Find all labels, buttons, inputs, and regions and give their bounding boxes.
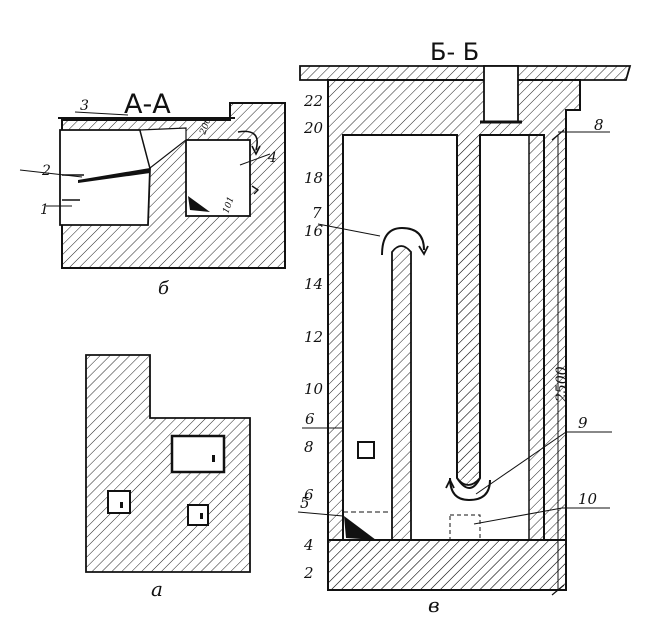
row-number-label: 16 [304, 222, 324, 240]
row-number-label: 12 [304, 328, 323, 346]
callout-3: 3 [80, 98, 89, 114]
center-partition [456, 135, 481, 486]
soot-pocket-bb [344, 516, 376, 540]
firebox-opening-hidden [342, 511, 393, 541]
callout-5: 5 [300, 494, 310, 512]
cleanout-opening-hidden [449, 514, 481, 541]
right-wall [528, 134, 545, 541]
row-number-label: 4 [303, 536, 314, 554]
section-aa-title: А-А [124, 89, 171, 120]
firebox-roof [139, 127, 187, 170]
row-number-label: 20 [303, 119, 324, 137]
row-number-label: 10 [304, 380, 324, 398]
callout-8: 8 [594, 116, 604, 134]
clean-out-door [187, 504, 209, 526]
fire-door [170, 434, 226, 474]
row-number-column: 2 4 6 8 10 12 14 16 18 20 22 [303, 92, 324, 582]
callout-4: 4 [267, 150, 277, 166]
flow-arrow-top [381, 226, 425, 256]
row-number-label: 14 [304, 275, 323, 293]
caption-a: а [151, 577, 163, 601]
front-masonry [85, 354, 251, 573]
left-partition [391, 245, 412, 541]
callout-7: 7 [312, 204, 322, 222]
chimney-opening [483, 65, 519, 123]
section-bb-view: 2500 Б- Б 8 7 6 5 9 10 в 246810121416182… [297, 38, 632, 617]
caption-b: б [158, 278, 170, 299]
inner-channels [342, 134, 545, 541]
grate [78, 168, 150, 183]
front-elevation-view: а [85, 354, 251, 601]
dimension-label: 2500 [554, 366, 570, 403]
floor-masonry [327, 539, 567, 591]
callout-2: 2 [41, 163, 51, 179]
callout-10: 10 [578, 490, 598, 508]
section-aa-view: 200 101 А-А 3 2 1 4 б [19, 89, 286, 299]
ash-door [107, 490, 131, 514]
row-number-label: 18 [304, 169, 323, 187]
soot-pocket [188, 196, 210, 212]
top-slab [299, 65, 632, 81]
row-number-label: 22 [303, 92, 323, 110]
flow-arrow-bottom [449, 477, 491, 502]
row-number-label: 8 [304, 438, 314, 456]
callout-9: 9 [578, 414, 588, 432]
callout-1: 1 [40, 202, 49, 218]
row-number-label: 2 [303, 564, 314, 582]
row-number-label: 6 [304, 486, 314, 504]
section-bb-title: Б- Б [430, 38, 479, 66]
inspection-door [357, 441, 375, 459]
caption-v: в [428, 593, 440, 617]
flow-arrow-aa [237, 130, 258, 151]
callout-6: 6 [305, 410, 315, 428]
